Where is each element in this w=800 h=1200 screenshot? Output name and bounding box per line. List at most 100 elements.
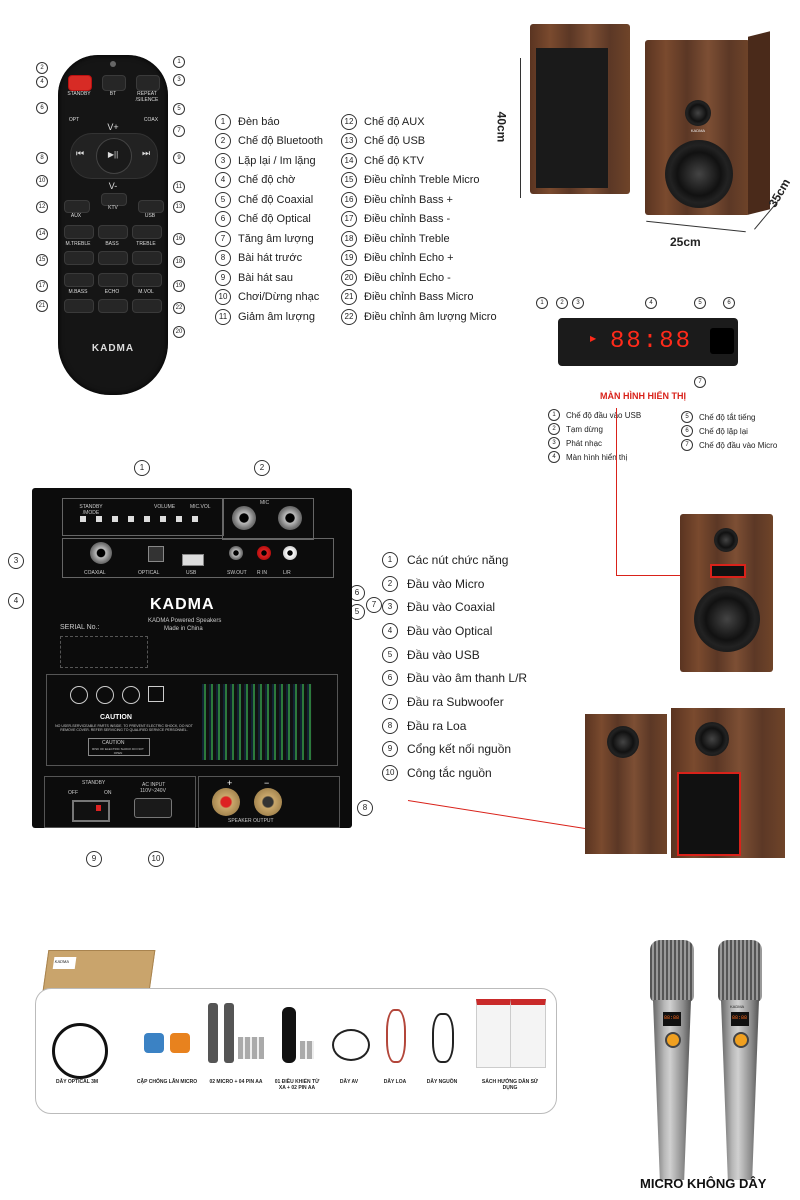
- aux-button[interactable]: [64, 200, 90, 213]
- optical-port[interactable]: [148, 546, 164, 562]
- callout-7: 7: [173, 125, 185, 137]
- play-indicator: ▶: [590, 334, 597, 343]
- m-bass-down-button[interactable]: [64, 299, 94, 313]
- standby-label: STANDBY: [82, 780, 106, 786]
- echo-down-button[interactable]: [98, 299, 128, 313]
- panel-callout-2: 2: [254, 460, 270, 476]
- callout-1: 1: [173, 56, 185, 68]
- treble-down-button[interactable]: [132, 251, 162, 265]
- callout-2: 2: [36, 62, 48, 74]
- legend-number: 1: [382, 551, 398, 568]
- bass-down-button[interactable]: [98, 251, 128, 265]
- coaxial-jack[interactable]: [90, 542, 112, 564]
- callout-4: 4: [36, 76, 48, 88]
- legend-number: 2: [548, 423, 560, 435]
- mic-screen: [731, 1012, 749, 1026]
- treble-up-button[interactable]: [132, 225, 162, 239]
- minus-label: −: [264, 778, 270, 788]
- legend-text: Chế độ Coaxial: [238, 193, 314, 206]
- batteries-image: [300, 1041, 314, 1059]
- panel-button[interactable]: [160, 516, 166, 522]
- ac-socket[interactable]: [134, 798, 172, 818]
- panel-brand-sub2: Made in China: [164, 626, 203, 632]
- mic-power-button[interactable]: [733, 1032, 749, 1048]
- panel-button[interactable]: [80, 516, 86, 522]
- legend-text: Phát nhạc: [566, 438, 603, 448]
- usb-port[interactable]: [182, 554, 204, 566]
- speaker-right-side: [748, 31, 770, 215]
- m-treble-down-button[interactable]: [64, 251, 94, 265]
- caution-area: [46, 674, 338, 766]
- legend-number: 4: [548, 451, 560, 463]
- mic-jack-2[interactable]: [278, 506, 302, 530]
- bt-button[interactable]: [102, 75, 126, 91]
- callout-17: 17: [36, 280, 48, 292]
- m-vol-up-button[interactable]: [132, 273, 162, 287]
- speaker-output-plus[interactable]: [212, 788, 240, 816]
- legend-number: 5: [382, 646, 398, 663]
- m-treble-up-button[interactable]: [64, 225, 94, 239]
- prev-button[interactable]: ⏮: [75, 148, 85, 158]
- panel-button[interactable]: [128, 516, 134, 522]
- panel-button[interactable]: [144, 516, 150, 522]
- r-in-jack[interactable]: [257, 546, 271, 560]
- panel-callout-10: 10: [148, 851, 164, 867]
- speaker-output-minus[interactable]: [254, 788, 282, 816]
- legend-number: 9: [382, 741, 398, 758]
- legend-text: Chơi/Dừng nhạc: [238, 291, 320, 304]
- io-row: [62, 538, 334, 578]
- display-callout-5: 5: [694, 297, 706, 309]
- sw-out-jack[interactable]: [229, 546, 243, 560]
- usb-button[interactable]: [138, 200, 164, 213]
- callout-8: 8: [36, 152, 48, 164]
- l-in-jack[interactable]: [283, 546, 297, 560]
- legend-text: Đầu vào Coaxial: [407, 600, 496, 615]
- ktv-button[interactable]: [101, 193, 127, 206]
- bass-up-button[interactable]: [98, 225, 128, 239]
- power-switch[interactable]: [72, 800, 110, 822]
- mic-power-button[interactable]: [665, 1032, 681, 1048]
- legend-text: Chế độ lặp lại: [699, 426, 748, 436]
- speaker-pair-rear: [585, 708, 790, 858]
- echo-up-button[interactable]: [98, 273, 128, 287]
- legend-number: 20: [341, 269, 357, 286]
- ir-window: [710, 328, 734, 354]
- legend-text: Điều chỉnh Bass Micro: [364, 291, 474, 304]
- legend-text: Điều chỉnh Echo +: [364, 252, 454, 265]
- m-vol-down-button[interactable]: [132, 299, 162, 313]
- panel-button[interactable]: [192, 516, 198, 522]
- panel-button[interactable]: [96, 516, 102, 522]
- mic-jack-1[interactable]: [232, 506, 256, 530]
- legend-text: Điều chỉnh Treble: [364, 232, 450, 245]
- legend-text: Chế độ tắt tiếng: [699, 412, 756, 422]
- callout-9: 9: [173, 152, 185, 164]
- legend-text: Điều chỉnh Treble Micro: [364, 174, 480, 187]
- house-icon: [148, 686, 164, 702]
- legend-number: 17: [341, 211, 357, 228]
- standby-button[interactable]: [68, 75, 92, 91]
- woofer: [665, 140, 733, 208]
- panel-button[interactable]: [112, 516, 118, 522]
- next-button[interactable]: ⏭: [141, 148, 151, 158]
- legend-number: 8: [215, 250, 231, 267]
- panel-callout-8: 8: [357, 800, 373, 816]
- legend-number: 2: [382, 575, 398, 592]
- accessory-label: SÁCH HƯỚNG DẪN SỬ DỤNG: [481, 1079, 539, 1091]
- m-bass-up-button[interactable]: [64, 273, 94, 287]
- accessory-label: DÂY NGUỒN: [426, 1079, 458, 1085]
- red-connector-panel: [407, 800, 586, 830]
- legend-text: Điều chỉnh âm lượng Micro: [364, 310, 497, 323]
- repeat-button[interactable]: [136, 75, 160, 91]
- callout-14: 14: [36, 228, 48, 240]
- panel-button[interactable]: [176, 516, 182, 522]
- play-pause-button[interactable]: [96, 138, 132, 174]
